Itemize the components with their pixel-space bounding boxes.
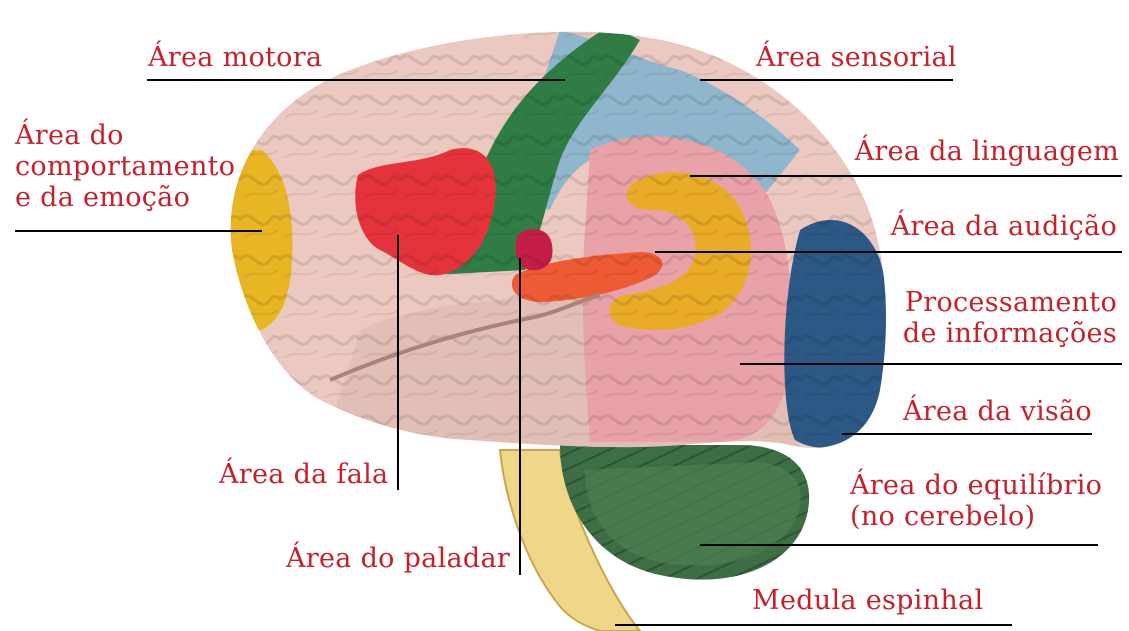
label-balance-area: Área do equilíbrio (no cerebelo) [850,470,1102,532]
label-balance-line2: (no cerebelo) [850,501,1102,532]
label-processing-area: Processamento de informações [903,287,1117,349]
label-behavior-line3: e da emoção [15,182,235,213]
label-language-area: Área da linguagem [855,136,1119,167]
label-motor-area: Área motora [148,42,322,73]
label-behavior-area: Área do comportamento e da emoção [15,120,235,213]
label-hearing-area: Área da audição [891,211,1117,242]
label-processing-line2: de informações [903,318,1117,349]
label-vision-area: Área da visão [903,396,1092,427]
label-behavior-line1: Área do [15,120,235,151]
label-processing-line1: Processamento [903,287,1117,318]
label-taste-area: Área do paladar [286,543,510,574]
label-behavior-line2: comportamento [15,151,235,182]
label-speech-area: Área da fala [219,459,388,490]
label-spinal-cord: Medula espinhal [752,585,983,616]
label-sensory-area: Área sensorial [756,42,957,73]
label-balance-line1: Área do equilíbrio [850,470,1102,501]
